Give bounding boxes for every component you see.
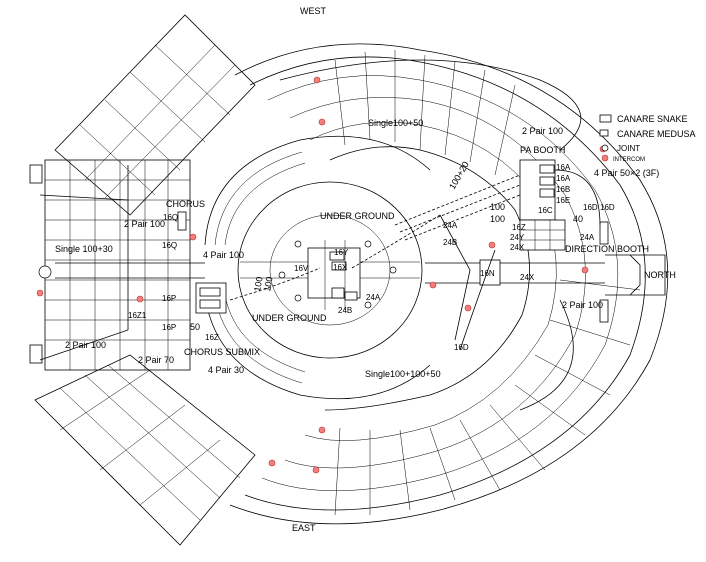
label-24a-center: 24A [366, 293, 381, 302]
label-16z1: 16Z1 [128, 311, 147, 320]
joints [278, 240, 397, 309]
legend-snake: CANARE SNAKE [617, 114, 688, 124]
legend: CANARE SNAKE CANARE MEDUSA JOINT INTERCO… [599, 114, 696, 163]
label-16z-left: 16Z [205, 333, 219, 342]
label-16y: 16Y [334, 248, 349, 257]
pa-booth-rack [519, 159, 566, 251]
cable-4pair-50x2: 4 Pair 50×2 (3F) [594, 168, 659, 178]
cable-2pair-100-top: 2 Pair 100 [522, 126, 563, 136]
label-16x: 16X [333, 263, 348, 272]
label-16v: 16V [294, 264, 309, 273]
west-label: WEST [300, 6, 327, 16]
seat-dividers [334, 50, 641, 516]
joint-swatch [601, 144, 609, 152]
direction-booth-label: DIRECTION BOOTH [565, 244, 649, 254]
cable-4pair-30: 4 Pair 30 [208, 365, 244, 375]
legend-intercom: INTERCOM [613, 157, 645, 163]
cable-2pair-100-chorus: 2 Pair 100 [124, 219, 165, 229]
snake-swatch [599, 114, 612, 123]
west-wing-block [54, 14, 256, 216]
label-16a-1: 16A [556, 163, 571, 172]
cable-100-a: 100 [490, 202, 505, 212]
cable-2pair-70: 2 Pair 70 [138, 355, 174, 365]
legend-medusa: CANARE MEDUSA [617, 129, 696, 139]
label-16a-2: 16A [556, 174, 571, 183]
cable-single-100-100-50: Single100+100+50 [365, 369, 441, 379]
label-16e: 16E [556, 196, 570, 205]
cable-single-100-50: Single100+50 [368, 118, 423, 128]
cable-4pair-100: 4 Pair 100 [203, 250, 244, 260]
label-16q-a: 16Q [163, 213, 178, 222]
north-label: NORTH [644, 270, 676, 280]
chorus-submix-label: CHORUS SUBMIX [184, 347, 260, 357]
label-16z-booth: 16Z [512, 223, 526, 232]
east-label: EAST [292, 523, 316, 533]
legend-joint: JOINT [617, 144, 640, 153]
label-24a-booth: 24A [580, 233, 595, 242]
label-16q-b: 16Q [162, 241, 177, 250]
pa-booth-label: PA BOOTH [520, 145, 565, 155]
label-16b: 16B [556, 185, 570, 194]
cable-2pair-100-left: 2 Pair 100 [65, 340, 106, 350]
label-16d-lower: 16D [454, 343, 469, 352]
cable-100-d: 100 [262, 276, 274, 293]
cable-2pair-100-right: 2 Pair 100 [562, 300, 603, 310]
label-24x-corridor: 24X [520, 273, 535, 282]
label-16p-b: 16P [162, 323, 176, 332]
label-24x-booth: 24X [510, 243, 525, 252]
cable-40: 40 [573, 214, 583, 224]
label-24y: 24Y [510, 233, 525, 242]
label-16d-a: 16D [583, 203, 598, 212]
label-24a-right: 24A [443, 221, 458, 230]
chorus-submix-box [177, 211, 227, 314]
direction-booth [599, 221, 666, 323]
center-stage [307, 240, 361, 310]
label-24b-center: 24B [338, 306, 352, 315]
cable-runs [39, 59, 601, 411]
cable-100-b: 100 [490, 214, 505, 224]
chorus-seating-block [29, 159, 191, 371]
cable-50: 50 [190, 322, 200, 332]
label-16p-a: 16P [162, 294, 176, 303]
label-16n: 16N [480, 269, 495, 278]
underground-label-top: UNDER GROUND [320, 211, 395, 221]
intercom-swatch [601, 154, 609, 162]
label-24b-right: 24B [443, 238, 457, 247]
label-16c: 16C [538, 206, 553, 215]
label-16d-b: 16D [600, 203, 615, 212]
underground-label-bottom: UNDER GROUND [252, 313, 327, 323]
cable-single-100-30: Single 100+30 [55, 244, 113, 254]
intercom-points [36, 76, 607, 474]
medusa-swatch [599, 129, 609, 137]
chorus-label: CHORUS [166, 199, 205, 209]
cable-100-c: 100 [252, 276, 264, 293]
